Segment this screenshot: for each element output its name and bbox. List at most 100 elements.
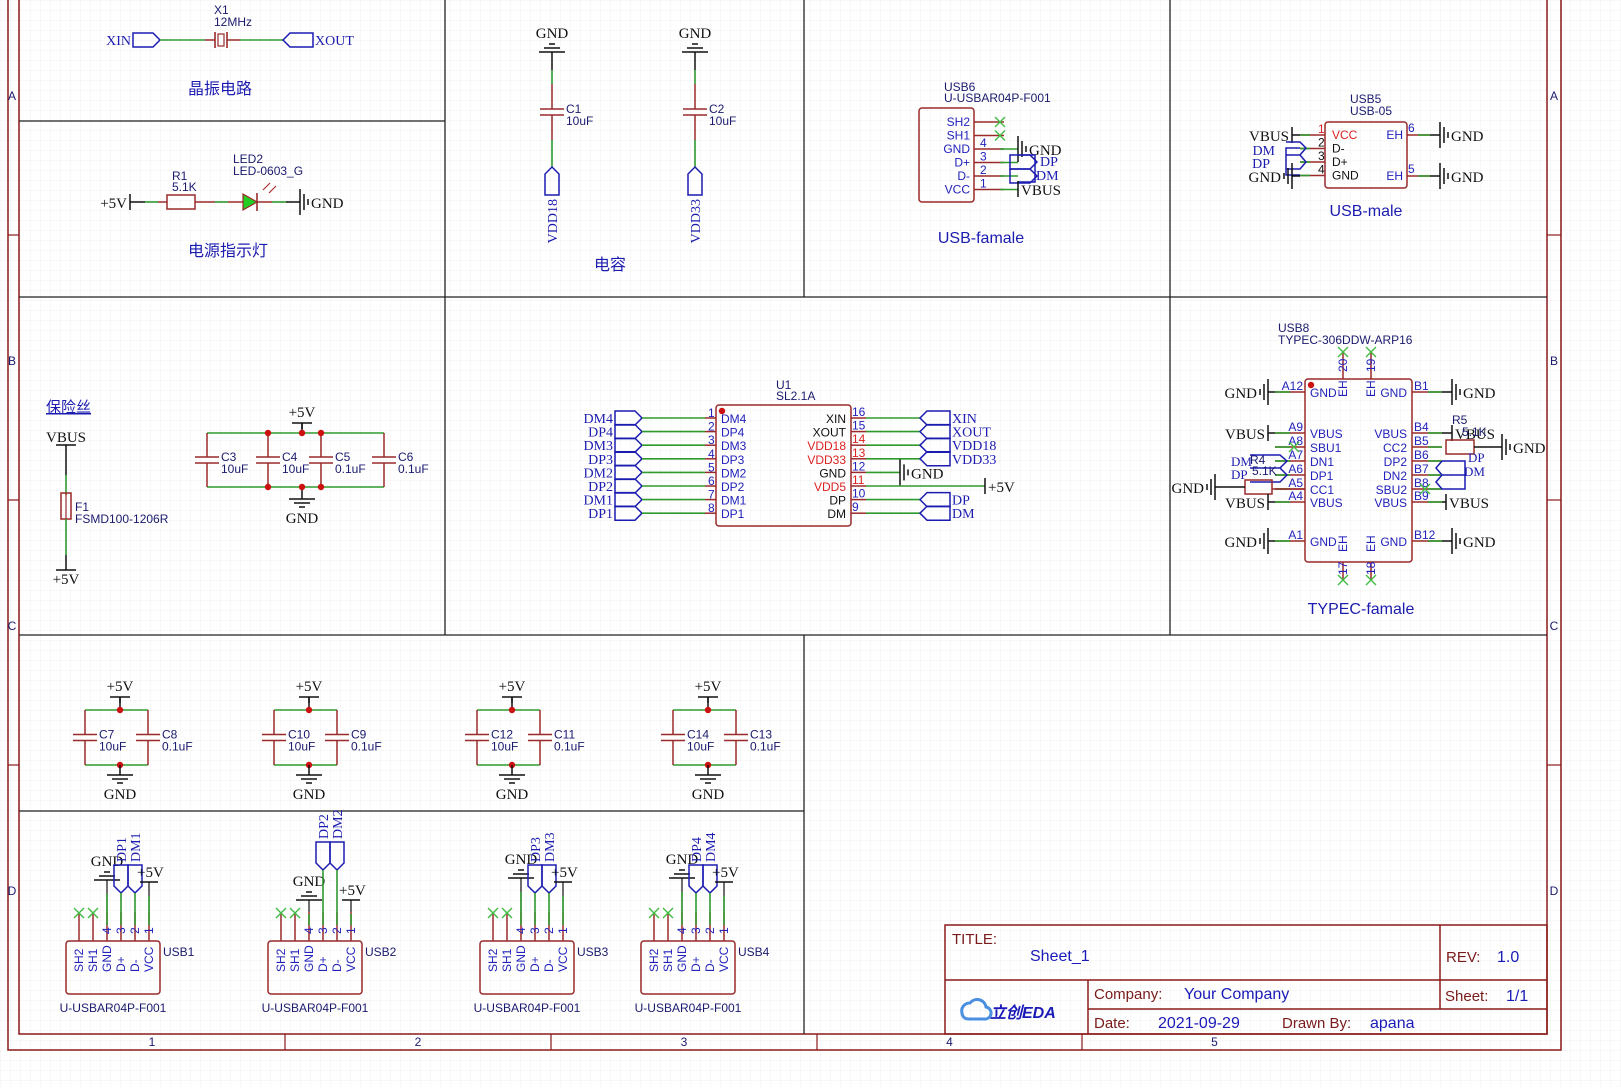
net-port[interactable]: DM1 bbox=[583, 491, 644, 509]
net-port[interactable]: DP2 bbox=[315, 814, 332, 872]
pin-number: 9 bbox=[852, 500, 859, 514]
ground-symbol[interactable]: GND bbox=[104, 774, 137, 803]
ground-net-label: GND bbox=[1513, 441, 1546, 457]
ground-symbol[interactable]: GND bbox=[293, 774, 326, 803]
ground-symbol[interactable]: GND bbox=[293, 874, 326, 901]
ground-symbol[interactable]: GND bbox=[286, 498, 319, 527]
date-value: 2021-09-29 bbox=[1158, 1015, 1240, 1032]
net-port[interactable]: DP1 bbox=[113, 837, 130, 895]
net-port[interactable]: VDD18 bbox=[544, 165, 561, 243]
net-port[interactable]: VDD33 bbox=[687, 165, 704, 243]
net-port[interactable]: DM3 bbox=[583, 437, 644, 454]
net-port[interactable]: DM bbox=[918, 505, 975, 522]
ground-symbol[interactable]: GND bbox=[505, 852, 538, 879]
net-port[interactable]: DP3 bbox=[588, 451, 644, 468]
power-symbol[interactable]: VBUS bbox=[1445, 494, 1489, 512]
net-port[interactable]: DP bbox=[918, 491, 970, 509]
net-port[interactable]: DM4 bbox=[583, 410, 644, 427]
capacitor[interactable]: C80.1uF bbox=[136, 710, 193, 765]
net-port[interactable]: DP4 bbox=[588, 423, 644, 441]
capacitor[interactable]: C60.1uF bbox=[372, 433, 429, 487]
net-port[interactable]: DM4 bbox=[702, 832, 719, 895]
power-symbol[interactable]: VBUS bbox=[1017, 181, 1061, 199]
power-symbol[interactable]: +5V bbox=[100, 194, 131, 212]
ground-symbol[interactable]: GND bbox=[1451, 528, 1496, 554]
power-symbol[interactable]: VBUS bbox=[1451, 425, 1495, 443]
ground-symbol[interactable]: GND bbox=[91, 854, 124, 881]
power-symbol[interactable]: +5V bbox=[984, 478, 1015, 496]
net-port[interactable]: DP1 bbox=[588, 505, 644, 522]
net-port[interactable]: DM1 bbox=[127, 832, 144, 895]
net-port[interactable]: XIN bbox=[918, 410, 977, 427]
ground-symbol[interactable]: GND bbox=[299, 189, 344, 215]
net-port[interactable]: DP2 bbox=[588, 478, 644, 495]
net-port-flag bbox=[614, 451, 644, 467]
component-value: 5.1K bbox=[1252, 464, 1277, 478]
ground-symbol[interactable]: GND bbox=[496, 774, 529, 803]
ground-symbol[interactable]: GND bbox=[1439, 122, 1484, 148]
net-port[interactable]: DP4 bbox=[688, 837, 705, 895]
ground-symbol[interactable]: GND bbox=[666, 852, 699, 879]
power-symbol[interactable]: VBUS bbox=[1249, 127, 1293, 145]
pin-number: 4 bbox=[1318, 163, 1325, 177]
ground-symbol[interactable]: GND bbox=[1225, 528, 1269, 554]
net-port[interactable]: XOUT bbox=[918, 423, 991, 441]
component-part: U-USBAR04P-F001 bbox=[635, 1001, 742, 1015]
power-symbol[interactable]: VBUS bbox=[1225, 425, 1269, 443]
net-port[interactable]: VDD18 bbox=[918, 437, 996, 454]
net-port[interactable]: VDD33 bbox=[918, 451, 996, 468]
net-port[interactable]: XIN bbox=[106, 32, 162, 49]
ground-symbol[interactable]: GND bbox=[899, 459, 944, 486]
net-port-label: DM bbox=[1252, 144, 1275, 159]
net-port[interactable]: DM2 bbox=[583, 464, 644, 481]
net-port[interactable]: XOUT bbox=[281, 32, 354, 49]
net-port[interactable]: DM3 bbox=[541, 832, 558, 895]
net-port-label: DM3 bbox=[543, 832, 558, 862]
net-port[interactable] bbox=[1009, 168, 1039, 184]
usb8-typec-connector[interactable]: USB8TYPEC-306DDW-ARP16GNDA12VBUSA9SBU1A8… bbox=[1172, 321, 1546, 618]
pin-name: DP4 bbox=[721, 426, 745, 440]
net-port[interactable]: DM2 bbox=[329, 809, 346, 872]
capacitor[interactable]: C90.1uF bbox=[325, 710, 382, 765]
ground-symbol[interactable]: GND bbox=[1439, 163, 1484, 189]
power-symbol[interactable]: VBUS bbox=[1225, 494, 1269, 512]
easyeda-logo[interactable]: 立创EDA bbox=[960, 998, 1056, 1022]
net-port-label: DM1 bbox=[129, 832, 144, 862]
ground-symbol[interactable]: GND bbox=[1172, 474, 1216, 500]
ground-symbol[interactable]: GND bbox=[692, 774, 725, 803]
net-port[interactable]: DP3 bbox=[527, 837, 544, 895]
ground-symbol[interactable]: GND bbox=[1451, 379, 1496, 405]
ground-symbol[interactable]: GND bbox=[1501, 434, 1546, 460]
capacitor[interactable]: C50.1uF bbox=[309, 433, 366, 487]
